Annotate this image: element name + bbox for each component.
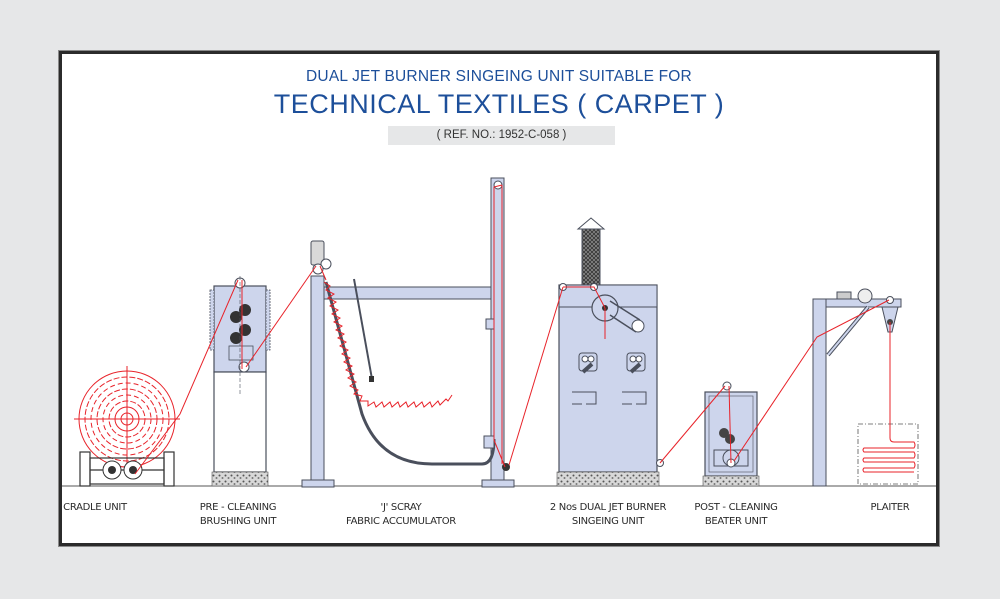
accumulated-fabric [323, 281, 453, 408]
label-line: PRE - CLEANING [199, 502, 277, 513]
plaited-fabric [862, 322, 916, 473]
reference-number: ( REF. NO.: 1952-C-058 ) [388, 126, 615, 145]
label-line: PLAITER [870, 502, 910, 513]
exhaust-chimney [581, 228, 601, 286]
fabric-path [134, 184, 890, 475]
label-line: BEATER UNIT [704, 516, 768, 527]
plaiter-trolley [857, 423, 919, 485]
label-line: 2 Nos DUAL JET BURNER [549, 502, 667, 513]
label-line: SINGEING UNIT [571, 516, 645, 527]
label-plaiter-unit: PLAITER [871, 501, 910, 515]
label-line: CRADLE UNIT [63, 502, 127, 513]
diagram-subtitle: DUAL JET BURNER SINGEING UNIT SUITABLE F… [306, 68, 692, 85]
label-line: FABRIC ACCUMULATOR [346, 516, 456, 527]
j-scray-unit [301, 177, 515, 488]
process-line-drawing [62, 177, 936, 488]
diagram-title: TECHNICAL TEXTILES ( CARPET ) [273, 89, 725, 119]
label-line: BRUSHING UNIT [199, 516, 277, 527]
label-post-cleaning-unit: POST - CLEANING BEATER UNIT [694, 501, 778, 529]
label-pre-cleaning-unit: PRE - CLEANING BRUSHING UNIT [199, 501, 277, 529]
label-line: POST - CLEANING [694, 502, 778, 513]
pre-cleaning-unit [209, 276, 271, 487]
label-j-scray-unit: 'J' SCRAY FABRIC ACCUMULATOR [346, 501, 456, 529]
scray-left-post [310, 275, 325, 482]
plaiter-unit [812, 288, 919, 487]
plaiter-motor [836, 291, 852, 300]
label-line: 'J' SCRAY [380, 502, 422, 513]
jet-burner-right [626, 352, 646, 374]
label-cradle-unit: CRADLE UNIT [63, 501, 127, 515]
j-chute [324, 281, 496, 466]
scray-top-beam [323, 286, 492, 300]
diagram-frame: DUAL JET BURNER SINGEING UNIT SUITABLE F… [59, 51, 939, 546]
singeing-unit [556, 217, 664, 487]
post-cleaning-unit [702, 381, 760, 487]
cradle-unit [74, 366, 180, 487]
jet-burner-left [578, 352, 598, 374]
label-singeing-unit: 2 Nos DUAL JET BURNER SINGEING UNIT [549, 501, 667, 529]
